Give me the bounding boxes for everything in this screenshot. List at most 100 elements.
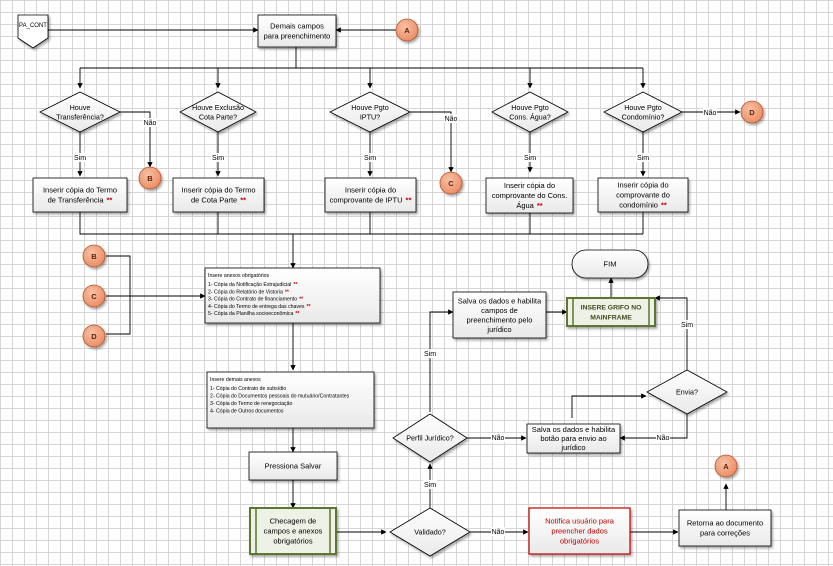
edge-iptu-nao [410,111,454,173]
decision-validado: Validado? [389,507,471,557]
connector-a-bottom[interactable]: A [714,454,738,478]
terminator-fim: FIM [571,249,649,279]
edge-label-bg [680,320,694,329]
edge-label-text: Não [144,120,157,127]
edge-label-text: Não [492,529,505,536]
edge-label-text: Sim [424,351,436,358]
label-transf-nao: Não [143,118,157,127]
box-insere-grifo-shape [566,297,656,327]
edge-envia-sim [654,295,688,370]
box-salva-envio-text: jurídico [560,443,585,452]
box-termo-transferencia-text: de Transferência** [48,196,113,205]
edge-salvaenvio-to-envia [571,393,647,418]
decision-validado-shape [389,507,471,557]
connector-a-top-label: A [404,26,410,35]
connector-c-label: C [448,179,454,188]
label-perfil-sim: Sim [423,349,437,358]
edge-label-bg [444,114,458,123]
edge-label-text: Não [445,116,458,123]
decision-exclusao-cota-text: Cota Parte? [199,112,237,121]
box-termo-cota-text: de Cota Parte** [191,196,246,205]
label-envia-nao: Não [656,433,670,442]
connector-b-circle [138,166,162,190]
anexo-obrigatorio-item: 1- Cópia da Notificação Extrajudicial** [208,282,298,288]
edge-label-bg [73,153,87,162]
edge-label-bg [423,480,437,489]
decision-envia-text: Envia? [676,388,698,397]
grifo-text: INSERE GRIFO NO [581,304,642,311]
fim-text: FIM [604,260,617,269]
connector-d[interactable]: D [740,100,764,124]
connector-b-left[interactable]: B [82,244,106,268]
decision-perfil-juridico: Perfil Jurídico? [392,413,468,463]
connector-d-left[interactable]: D [82,324,106,348]
box-comprovante-condominio-text: condomínio** [619,201,667,210]
box-comprovante-iptu-text: Inserir cópia do [345,186,396,195]
connector-c-left[interactable]: C [82,284,106,308]
edge-label-text: Não [492,435,505,442]
edge-bd-bracket [106,255,131,335]
connector-a-bottom-circle [714,454,738,478]
edge-label-bg [656,433,670,442]
connector-d-circle [740,100,764,124]
box-salva-juridico-text: preenchimento pelo [467,315,533,324]
edge-label-bg [636,153,650,162]
connector-b[interactable]: B [138,166,162,190]
demais-anexos-title: Insere demais anexos [210,377,261,383]
edge-label-text: Sim [524,155,536,162]
box-termo-cota-shape [172,177,265,213]
decision-condominio-text: Condomínio? [622,112,665,121]
decision-transferencia-text: Houve [70,103,91,112]
connector-c[interactable]: C [439,171,463,195]
box-comprovante-iptu-text: comprovante de IPTU** [330,196,412,205]
decision-envia: Envia? [646,369,728,415]
edge-label-text: Sim [424,482,436,489]
label-cond-nao: Não [703,108,717,117]
edge-label-bg [363,153,377,162]
decision-agua-text: Houve Pgto [511,103,549,112]
box-termo-cota-text: Inserir cópia do Termo [181,186,255,195]
pa-cont-label: PA_CONT [19,23,47,29]
decision-transferencia-text: Transferência? [56,112,104,121]
edge-label-text: Sim [681,322,693,329]
anexo-obrigatorio-item: 3- Cópia do Contrato de financiamento** [208,297,304,303]
label-validado-sim: Sim [423,480,437,489]
edge-label-text: Sim [364,155,376,162]
label-cond-sim: Sim [636,153,650,162]
demais-campos-box-shape [257,14,337,48]
demais-anexo-item: 4- Cópia de Outros documentos [210,409,284,415]
box-salva-juridico-text: campos de [481,306,518,315]
connector-c-left-circle [82,284,106,308]
box-comprovante-agua-text: Inserir cópia do [504,181,555,190]
box-salva-envio-text: Salva os dados e habilita [532,425,616,434]
box-salva-envio-shape [526,423,621,454]
box-salva-juridico-text: jurídico [486,325,511,334]
demais-anexo-item: 3- Cópia do Termo de renegociação [210,401,292,407]
label-envia-sim: Sim [680,320,694,329]
box-anexos-obrigatorios-shape [204,267,381,324]
edge-perfil-sim [429,309,454,412]
connector-b-left-label: B [91,252,97,261]
demais-campos-box-text: Demais campos [270,22,324,31]
box-retorna-documento-shape [678,509,772,547]
box-termo-transferencia-text: Inserir cópia do Termo [43,186,117,195]
decision-transferencia-shape [39,91,121,133]
decision-exclusao-cota-text: Houve Exclusão [192,103,244,112]
box-notifica-usuario-text: Notifica usuário para [545,517,615,526]
box-salva-juridico-shape [452,291,547,339]
anexo-obrigatorio-item: 5- Cópia da Planilha socioeconômica** [208,311,300,317]
connector-a-top[interactable]: A [395,18,419,42]
decision-envia-shape [646,369,728,415]
